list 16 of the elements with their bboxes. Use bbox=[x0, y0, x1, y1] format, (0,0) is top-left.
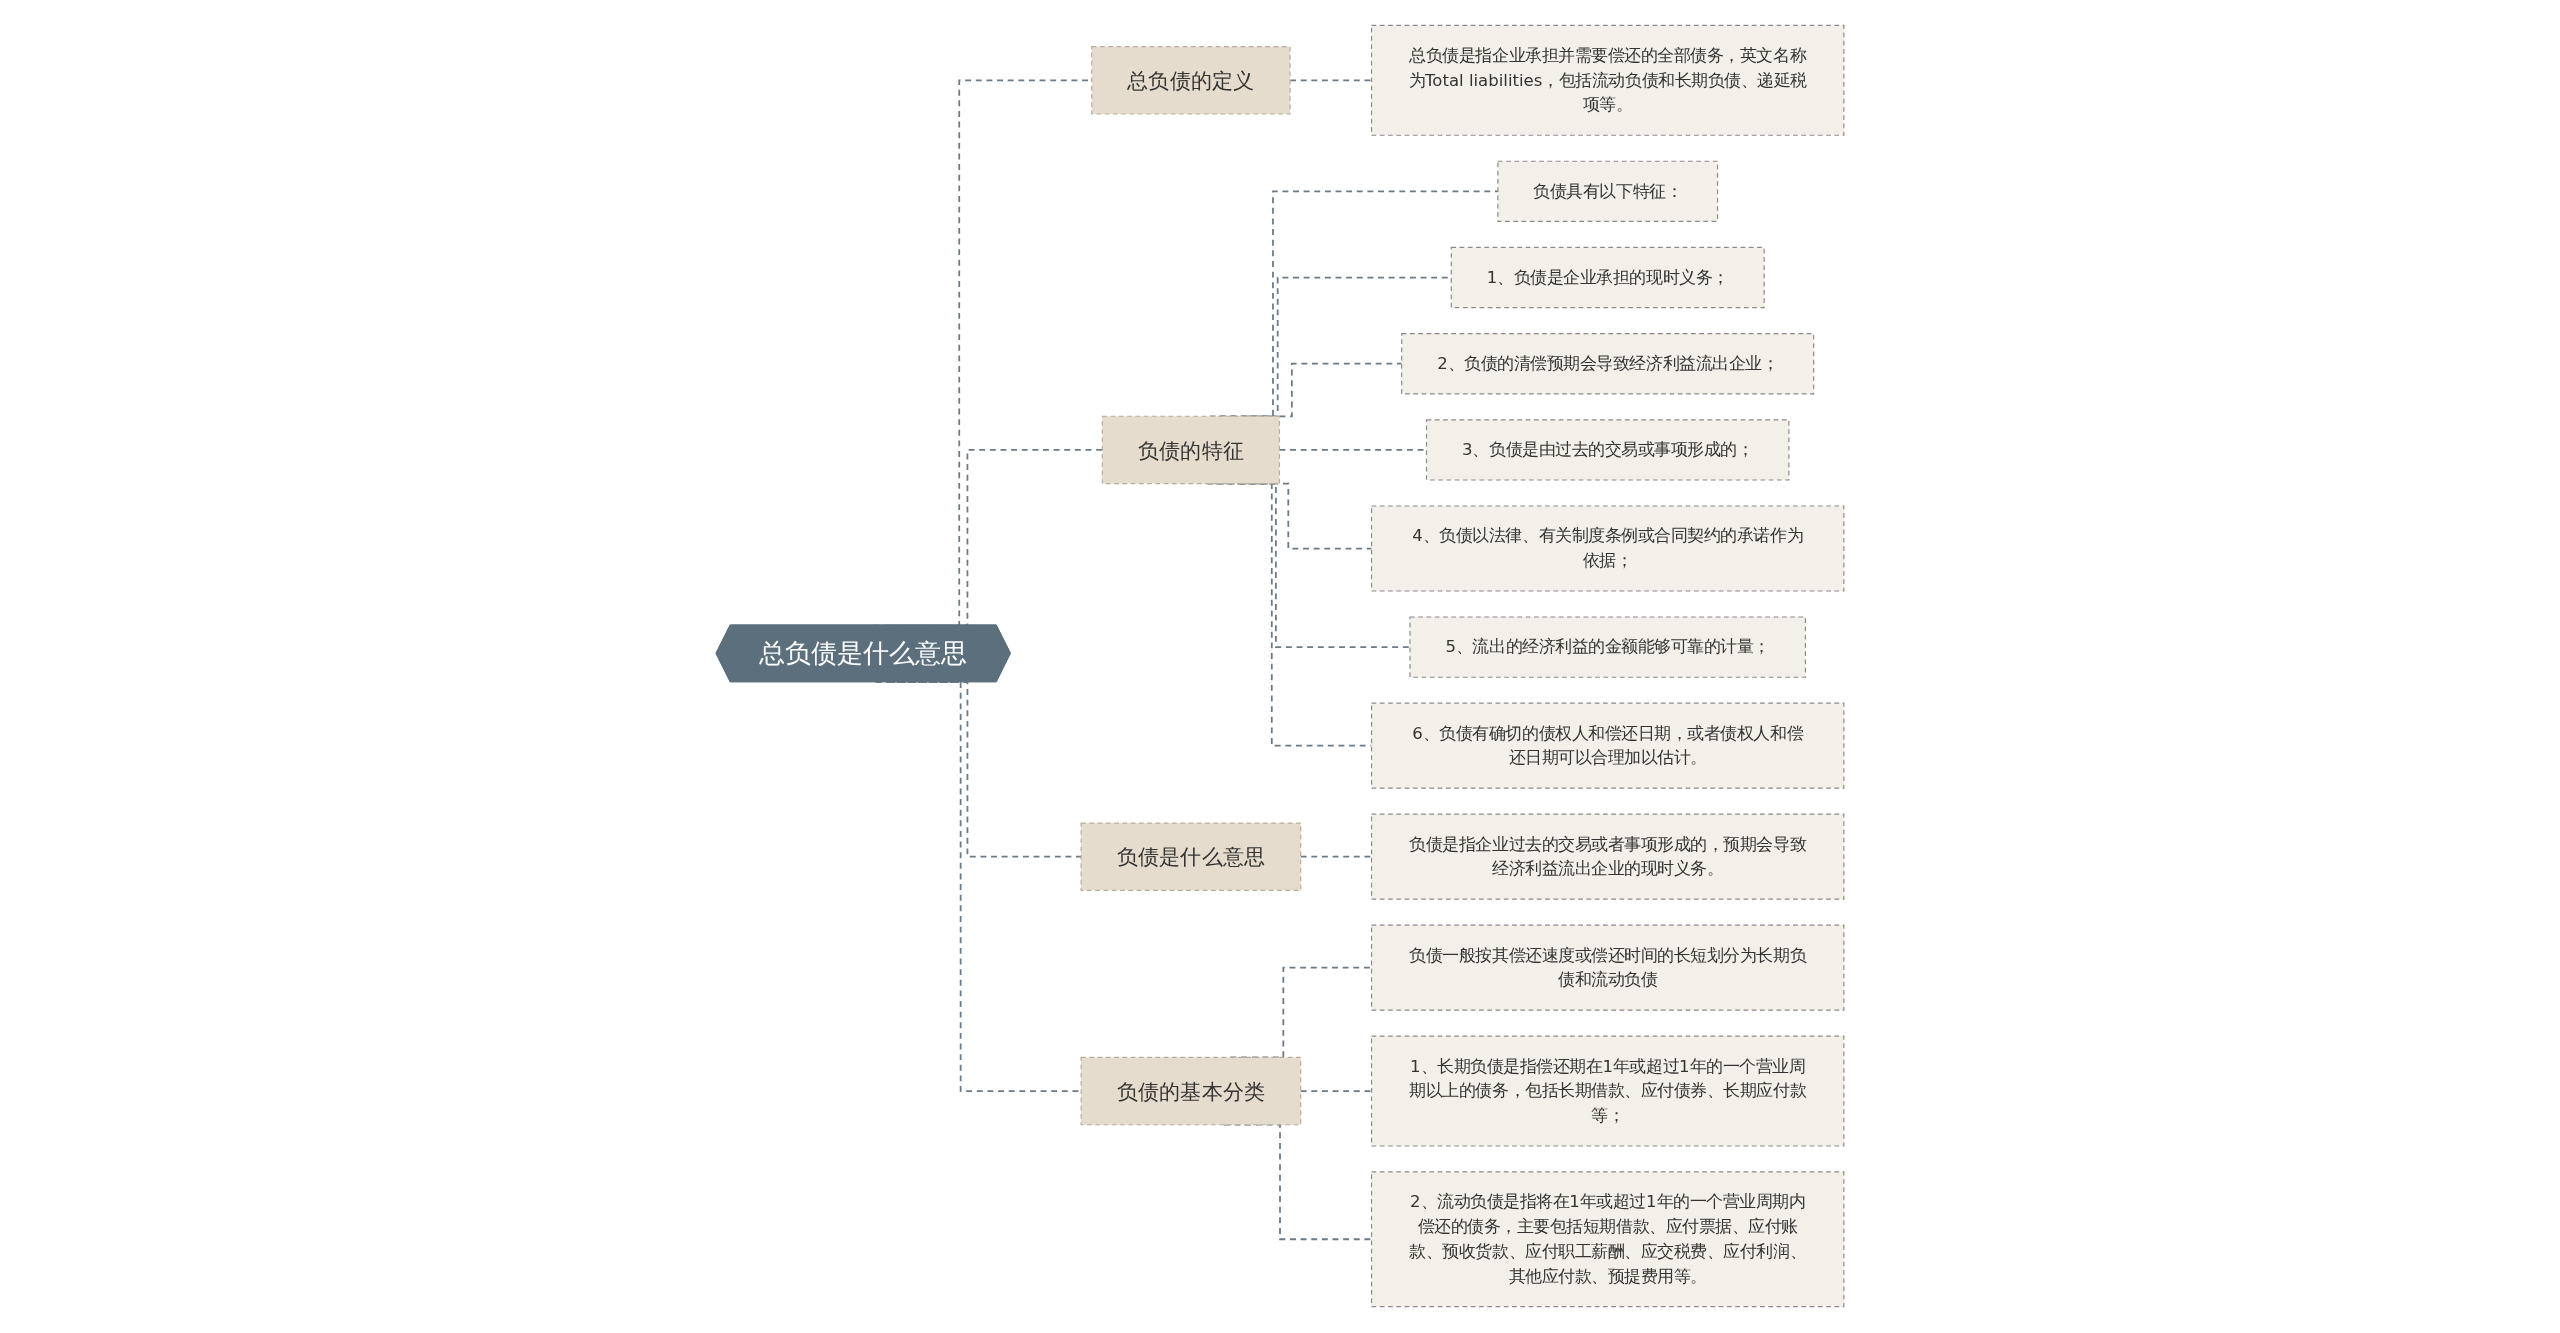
node-box: 总负债的定义 bbox=[1091, 46, 1291, 115]
node-box: 负债是什么意思 bbox=[1080, 822, 1302, 891]
node-box: 5、流出的经济利益的金额能够可靠的计量； bbox=[1409, 616, 1806, 678]
node-box: 6、负债有确切的债权人和偿还日期，或者债权人和偿还日期可以合理加以估计。 bbox=[1370, 702, 1845, 789]
node-box: 负债的基本分类 bbox=[1080, 1056, 1302, 1126]
node-box: 2、流动负债是指将在1年或超过1年的一个营业周期内偿还的债务，主要包括短期借款、应付票据、应付账款、预收货款、应付职工薪酬、应交税费、应付利润、其他应付款、预提费用等。 bbox=[1370, 1171, 1845, 1308]
node-box: 负债的特征 bbox=[1101, 415, 1281, 485]
node-box: 1、长期负债是指偿还期在1年或超过1年的一个营业周期以上的债务，包括长期借款、应付债券、长期应付款等； bbox=[1370, 1035, 1845, 1147]
node-box: 负债是指企业过去的交易或者事项形成的，预期会导致经济利益流出企业的现时义务。 bbox=[1370, 813, 1845, 900]
node-box: 总负债是指企业承担并需要偿还的全部债务，英文名称为Total liabilities，包括流动负债和长期负债、递延税项等。 bbox=[1370, 24, 1845, 136]
node-box: 3、负债是由过去的交易或事项形成的； bbox=[1425, 419, 1790, 481]
node-box: 2、负债的清偿预期会导致经济利益流出企业； bbox=[1401, 333, 1815, 395]
node-box: 4、负债以法律、有关制度条例或合同契约的承诺作为依据； bbox=[1370, 505, 1845, 592]
node-box: 负债一般按其偿还速度或偿还时间的长短划分为长期负债和流动负债 bbox=[1370, 924, 1845, 1011]
node-box: 负债具有以下特征： bbox=[1497, 160, 1719, 223]
node-box: 1、负债是企业承担的现时义务； bbox=[1450, 246, 1765, 309]
